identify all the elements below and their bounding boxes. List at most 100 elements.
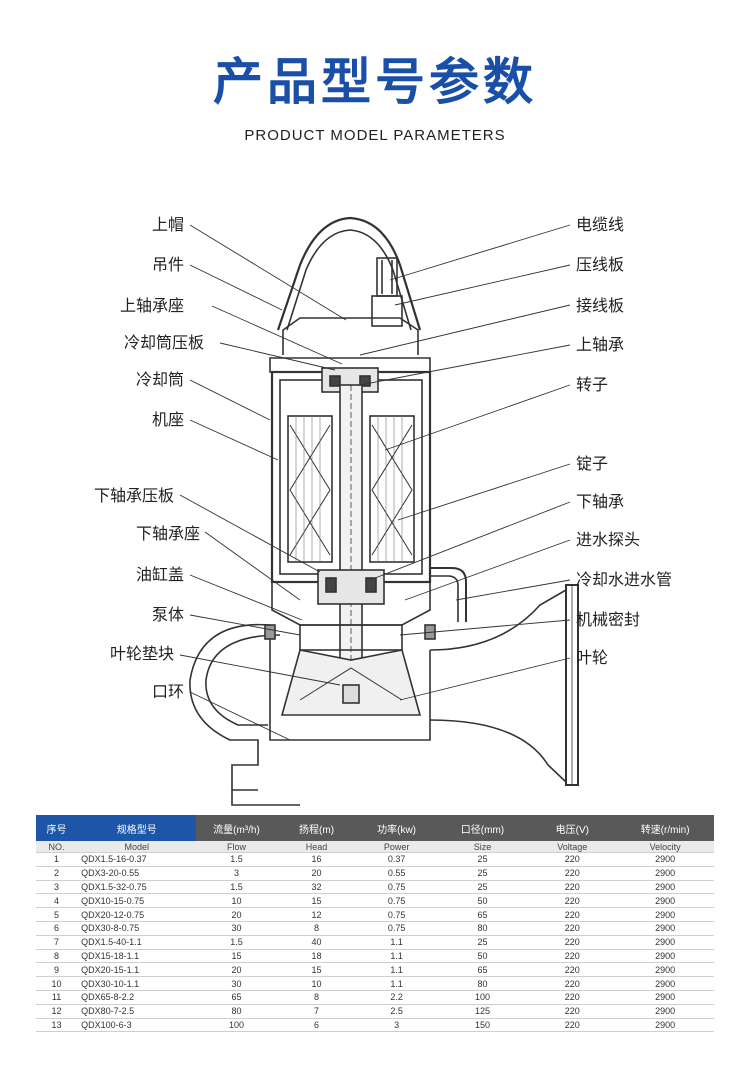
cell-head: 15 xyxy=(276,893,357,909)
cell-no: 8 xyxy=(36,949,78,964)
subheader-size: Size xyxy=(436,841,529,853)
cell-model: QDX15-18-1.1 xyxy=(77,949,197,964)
cell-no: 12 xyxy=(36,1004,78,1019)
cell-power: 0.75 xyxy=(356,907,437,922)
cell-model: QDX10-15-0.75 xyxy=(77,893,197,909)
pump-cross-section-diagram xyxy=(179,216,579,806)
cell-model: QDX20-12-0.75 xyxy=(77,907,197,922)
cell-no: 13 xyxy=(36,1018,78,1033)
label-cable-clamp-plate: 压线板 xyxy=(576,255,625,274)
col-header-model: 规格型号 xyxy=(77,815,197,841)
cell-velocity: 2900 xyxy=(616,976,714,991)
label-cooling-water-inlet-pipe: 冷却水进水管 xyxy=(576,570,673,589)
cell-size: 65 xyxy=(436,962,529,978)
page-subtitle: PRODUCT MODEL PARAMETERS xyxy=(244,127,506,144)
cell-model: QDX100-6-3 xyxy=(77,1018,197,1033)
cell-voltage: 220 xyxy=(528,907,617,922)
subheader-velocity: Velocity xyxy=(616,841,714,853)
label-lower-bearing: 下轴承 xyxy=(576,492,625,511)
cell-model: QDX20-15-1.1 xyxy=(77,962,197,978)
cell-size: 25 xyxy=(436,866,529,881)
cell-flow: 30 xyxy=(196,976,277,991)
cell-voltage: 220 xyxy=(528,866,617,881)
cell-model: QDX65-8-2.2 xyxy=(77,990,197,1005)
cell-voltage: 220 xyxy=(528,921,617,936)
cell-size: 80 xyxy=(436,921,529,936)
cell-voltage: 220 xyxy=(528,1004,617,1019)
cell-no: 10 xyxy=(36,976,78,991)
cell-voltage: 220 xyxy=(528,949,617,964)
label-impeller-pad: 叶轮垫块 xyxy=(109,644,174,663)
cell-power: 0.75 xyxy=(356,880,437,895)
cell-no: 3 xyxy=(36,880,78,895)
cell-velocity: 2900 xyxy=(616,949,714,964)
label-upper-bearing-seat: 上轴承座 xyxy=(119,296,184,315)
cell-power: 0.75 xyxy=(356,893,437,909)
cell-no: 2 xyxy=(36,866,78,881)
cell-power: 1.1 xyxy=(356,962,437,978)
label-cooling-jacket-plate: 冷却筒压板 xyxy=(123,333,204,352)
cell-no: 6 xyxy=(36,921,78,936)
cell-head: 18 xyxy=(276,949,357,964)
cell-head: 40 xyxy=(276,935,357,950)
cell-head: 12 xyxy=(276,907,357,922)
label-terminal-board: 接线板 xyxy=(576,296,625,315)
cell-flow: 65 xyxy=(196,990,277,1005)
col-header-size: 口径(mm) xyxy=(436,815,529,841)
cell-velocity: 2900 xyxy=(616,935,714,950)
subheader-power: Power xyxy=(356,841,437,853)
cell-head: 10 xyxy=(276,976,357,991)
cell-power: 3 xyxy=(356,1018,437,1033)
cell-model: QDX30-10-1.1 xyxy=(77,976,197,991)
cell-flow: 1.5 xyxy=(196,880,277,895)
label-impeller: 叶轮 xyxy=(576,648,609,667)
cell-model: QDX30-8-0.75 xyxy=(77,921,197,936)
cell-flow: 80 xyxy=(196,1004,277,1019)
cell-head: 16 xyxy=(276,852,357,867)
cell-head: 6 xyxy=(276,1018,357,1033)
label-oil-cylinder-cover: 油缸盖 xyxy=(135,565,184,584)
cell-velocity: 2900 xyxy=(616,852,714,867)
label-upper-bearing: 上轴承 xyxy=(576,335,625,354)
cell-velocity: 2900 xyxy=(616,990,714,1005)
cell-flow: 10 xyxy=(196,893,277,909)
cell-no: 1 xyxy=(36,852,78,867)
label-upper-cap: 上帽 xyxy=(151,215,184,234)
subheader-flow: Flow xyxy=(196,841,277,853)
cell-no: 5 xyxy=(36,907,78,922)
cell-velocity: 2900 xyxy=(616,907,714,922)
cell-size: 100 xyxy=(436,990,529,1005)
cell-model: QDX1.5-40-1.1 xyxy=(77,935,197,950)
col-header-voltage: 电压(V) xyxy=(528,815,617,841)
cell-size: 125 xyxy=(436,1004,529,1019)
cell-power: 0.55 xyxy=(356,866,437,881)
cell-model: QDX3-20-0.55 xyxy=(77,866,197,881)
cell-head: 15 xyxy=(276,962,357,978)
cell-no: 11 xyxy=(36,990,78,1005)
label-lower-bearing-seat: 下轴承座 xyxy=(135,524,200,543)
cell-no: 7 xyxy=(36,935,78,950)
table-header-row: 序号 规格型号 流量(m³/h) 扬程(m) 功率(kw) 口径(mm) 电压(… xyxy=(36,815,714,841)
subheader-voltage: Voltage xyxy=(528,841,617,853)
cell-flow: 30 xyxy=(196,921,277,936)
model-parameters-table: 序号 规格型号 流量(m³/h) 扬程(m) 功率(kw) 口径(mm) 电压(… xyxy=(36,815,714,1033)
cell-power: 0.37 xyxy=(356,852,437,867)
subheader-no: NO. xyxy=(36,841,78,853)
cell-flow: 3 xyxy=(196,866,277,881)
cell-velocity: 2900 xyxy=(616,962,714,978)
label-lifting-hook: 吊件 xyxy=(151,255,184,274)
cell-head: 8 xyxy=(276,921,357,936)
label-stator: 锭子 xyxy=(576,454,609,473)
cell-flow: 1.5 xyxy=(196,935,277,950)
cell-size: 50 xyxy=(436,893,529,909)
cell-flow: 15 xyxy=(196,949,277,964)
cell-model: QDX80-7-2.5 xyxy=(77,1004,197,1019)
cell-voltage: 220 xyxy=(528,852,617,867)
